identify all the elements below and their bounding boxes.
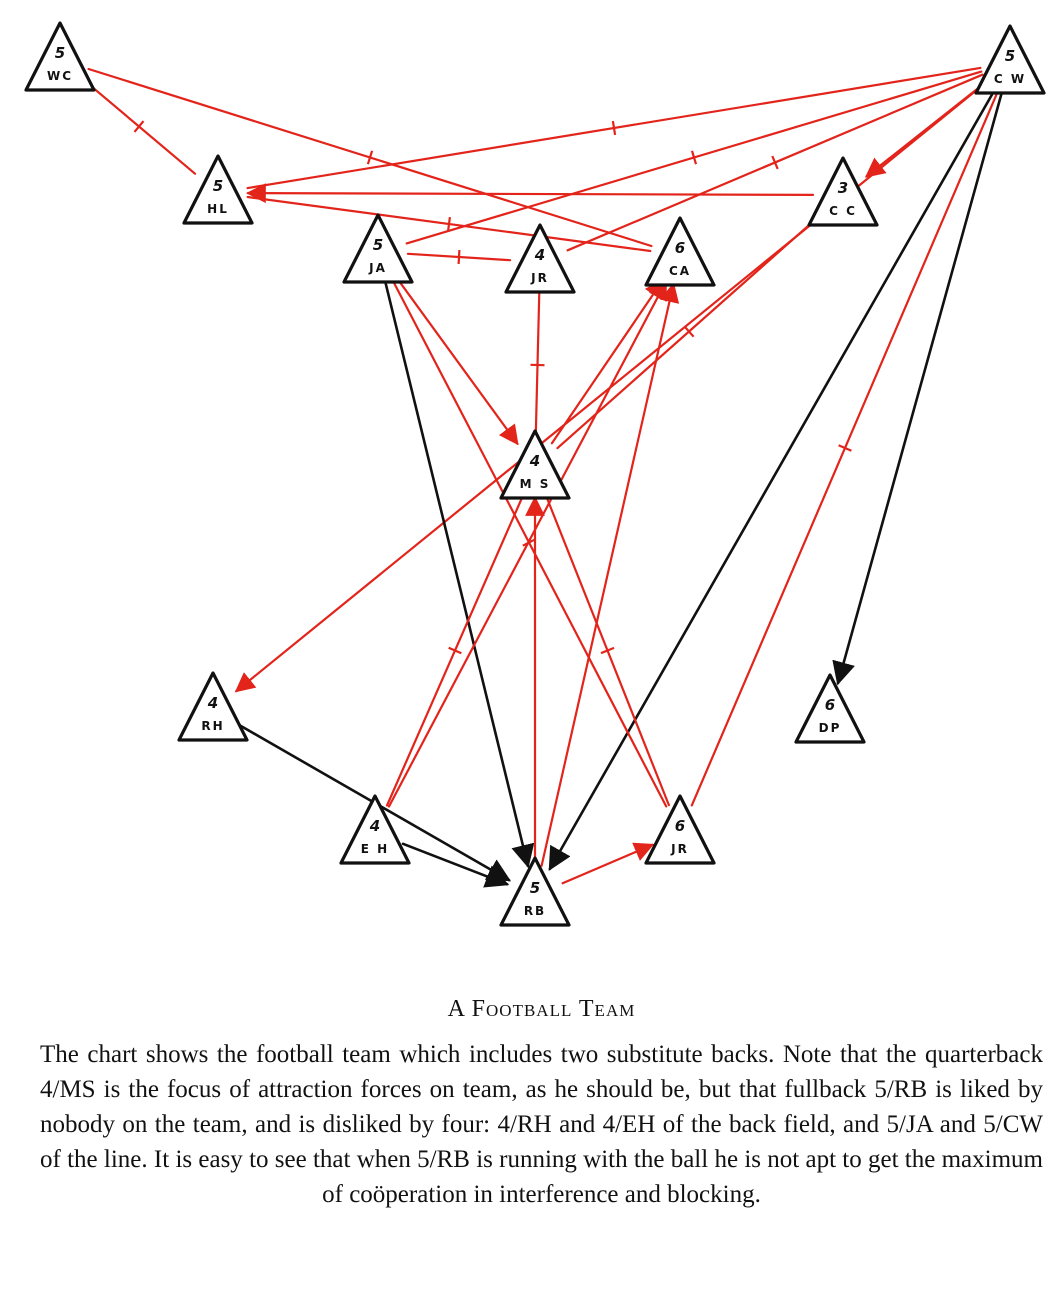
- attraction-line-rb-ca: [540, 282, 680, 867]
- node-dp: 6DP: [794, 673, 866, 744]
- attraction-line-ms-ca: [550, 278, 665, 445]
- mutual-tick-mark: [690, 150, 698, 165]
- node-jr1: 4JR: [504, 223, 576, 294]
- node-number: 4: [529, 452, 540, 470]
- mutual-tick-mark: [448, 646, 462, 655]
- triangle-icon: [339, 794, 411, 865]
- node-number: 6: [825, 696, 835, 714]
- mutual-tick-mark: [447, 216, 451, 232]
- node-code: RH: [201, 719, 224, 733]
- repulsion-line-cw-rb: [548, 87, 997, 871]
- mutual-tick-mark: [611, 120, 617, 136]
- figure-caption: A Football Team The chart shows the foot…: [40, 996, 1043, 1212]
- node-code: WC: [47, 69, 73, 83]
- mutual-tick-mark: [838, 444, 852, 452]
- repulsion-line-ja-rb: [383, 279, 535, 869]
- node-number: 5: [213, 177, 223, 195]
- node-jr2: 6JR: [644, 794, 716, 865]
- node-eh: 4 E H: [339, 794, 411, 865]
- relationship-lines: [81, 66, 1004, 888]
- node-code: JA: [368, 261, 387, 275]
- node-code: RB: [524, 904, 546, 918]
- node-number: 6: [675, 239, 685, 257]
- node-number: 5: [1005, 47, 1015, 65]
- triangle-icon: [177, 671, 249, 742]
- mutual-tick-mark: [600, 646, 615, 655]
- node-number: 6: [675, 817, 685, 835]
- node-number: 5: [373, 236, 383, 254]
- mutual-tick-mark: [133, 120, 145, 133]
- triangle-icon: [24, 21, 96, 92]
- node-ca: 6CA: [644, 216, 716, 287]
- triangle-icon: [794, 673, 866, 744]
- mutual-tick-mark: [457, 249, 461, 265]
- attraction-line-eh-ca: [387, 279, 668, 808]
- caption-title: A Football Team: [447, 996, 636, 1022]
- triangle-icon: [644, 216, 716, 287]
- node-number: 3: [838, 179, 848, 197]
- node-code: C C: [829, 204, 857, 218]
- node-code: E H: [361, 842, 389, 856]
- node-hl: 5HL: [182, 154, 254, 225]
- node-number: 5: [530, 879, 540, 897]
- triangle-icon: [974, 24, 1046, 95]
- node-code: DP: [819, 721, 842, 735]
- node-code: C W: [994, 72, 1026, 86]
- mutual-tick-mark: [771, 155, 779, 170]
- repulsion-line-eh-rb: [401, 842, 510, 888]
- mutual-tick-mark: [683, 325, 695, 338]
- repulsion-line-cw-dp: [832, 90, 1004, 686]
- attraction-line-ja-ms: [394, 275, 519, 446]
- triangle-icon: [644, 794, 716, 865]
- node-code: HL: [207, 202, 229, 216]
- triangle-icon: [504, 223, 576, 294]
- attraction-line-cc-hl: [246, 183, 815, 204]
- node-rb: 5RB: [499, 856, 571, 927]
- triangle-icon: [342, 213, 414, 284]
- triangle-icon: [499, 429, 571, 500]
- node-cw: 5 C W: [974, 24, 1046, 95]
- attraction-line-rb-jr2: [561, 842, 655, 885]
- node-number: 4: [207, 694, 218, 712]
- node-cc: 3 C C: [807, 156, 879, 227]
- triangle-icon: [182, 154, 254, 225]
- node-number: 5: [55, 44, 65, 62]
- node-rh: 4RH: [177, 671, 249, 742]
- node-code: JR: [530, 271, 549, 285]
- node-number: 4: [534, 246, 545, 264]
- mutual-tick-mark: [366, 150, 374, 165]
- triangle-icon: [499, 856, 571, 927]
- node-ja: 5JA: [342, 213, 414, 284]
- node-code: CA: [669, 264, 691, 278]
- caption-body: The chart shows the football team which …: [40, 1041, 1043, 1208]
- node-code: M S: [520, 477, 551, 491]
- node-number: 4: [369, 817, 380, 835]
- node-ms: 4 M S: [499, 429, 571, 500]
- triangle-icon: [807, 156, 879, 227]
- node-wc: 5WC: [24, 21, 96, 92]
- node-code: JR: [670, 842, 689, 856]
